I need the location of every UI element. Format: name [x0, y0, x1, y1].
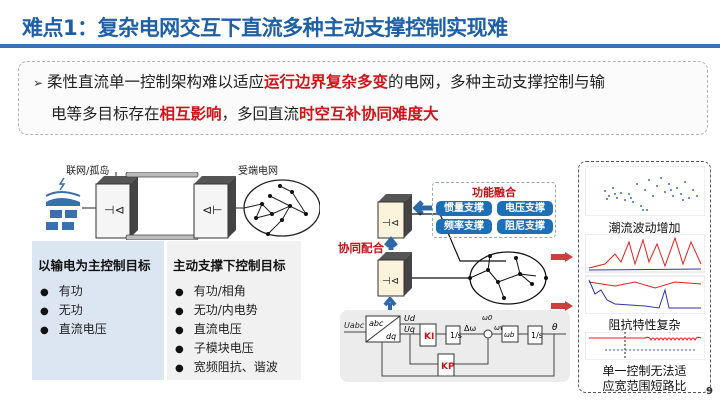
caption-power-flow: 潮流波动增加	[608, 221, 681, 235]
ac-grid-network-icon	[243, 179, 320, 237]
svg-text:⊣⊲: ⊣⊲	[382, 218, 399, 229]
control-block-diagram: Uabc abc dq Ud Uq KI 1/s Δω ω0 ωv ωb 1/s…	[340, 310, 570, 382]
converter-bottom-icon: ⊣⊲	[377, 252, 412, 297]
svg-text:Uq: Uq	[404, 325, 415, 334]
grid-label: 受端电网	[238, 166, 278, 177]
converter-1-icon: ⊣⊲	[95, 176, 138, 239]
caption-scr-line1: 单一控制无法适	[602, 364, 687, 378]
up-arrow-icon	[383, 297, 397, 311]
frequency-support-pill: 频率支撑	[436, 219, 492, 234]
right-arrow-icon	[551, 301, 573, 311]
highlight-text: 相互影响	[159, 105, 222, 123]
right-arrow-icon	[551, 252, 573, 262]
impedance-plots	[585, 234, 705, 314]
slide-title: 难点1：复杂电网交互下直流多种主动支撑控制实现难	[22, 16, 508, 40]
list-item: 有功	[40, 282, 164, 301]
text: 电等多目标存在	[51, 105, 160, 123]
inertia-support-pill: 惯量支撑	[436, 201, 492, 216]
power-flow-scatter-plot	[585, 166, 705, 216]
function-fusion-box: 功能融合 惯量支撑 电压支撑 频率支撑 阻尼支撑	[432, 182, 556, 238]
svg-text:θ: θ	[552, 323, 558, 333]
svg-text:1/s: 1/s	[450, 331, 462, 340]
svg-text:⊲⊢: ⊲⊢	[202, 203, 223, 217]
callout-line-1: ➢柔性直流单一控制架构难以适应运行边界复杂多变的电网，多种主动支撑控制与输	[33, 72, 605, 93]
caption-scr-line2: 应宽范围短路比	[602, 379, 687, 393]
svg-text:Ud: Ud	[404, 314, 416, 323]
callout-line-2: 电等多目标存在相互影响，多回直流时空互补协同难度大	[51, 104, 439, 124]
active-support-goals-panel: 主动支撑下控制目标 有功/相角 无功/内电势 直流电压 子模块电压 宽频阻抗、谐…	[167, 241, 301, 380]
damping-support-pill: 阻尼支撑	[497, 219, 553, 234]
svg-text:KP: KP	[441, 362, 455, 372]
transmission-goals-panel: 以输电为主控制目标 有功 无功 直流电压	[32, 241, 164, 380]
converter-2-icon: ⊲⊢	[193, 176, 236, 239]
highlight-text: 时空互补协同难度大	[299, 105, 439, 123]
function-fusion-title: 功能融合	[472, 186, 516, 199]
list-item: 无功	[40, 301, 164, 320]
svg-text:ωb: ωb	[504, 331, 515, 339]
short-circuit-ratio-plot	[585, 332, 705, 360]
svg-text:ω0: ω0	[482, 314, 493, 322]
list-item: 宽频阻抗、谐波	[175, 358, 301, 377]
highlight-text: 运行边界复杂多变	[264, 73, 389, 91]
page-number: 9	[706, 386, 713, 397]
hvdc-link-diagram: ⊣⊲ ⊲⊢	[45, 172, 320, 240]
renewable-source-icon	[45, 177, 81, 230]
converter-top-icon: ⊣⊲	[377, 194, 412, 239]
list-item: 直流电压	[175, 320, 301, 339]
caption-impedance: 阻抗特性复杂	[608, 318, 681, 332]
arrow-bullet-icon: ➢	[33, 76, 44, 90]
svg-text:Δω: Δω	[464, 324, 476, 333]
text: 的电网，多种主动支撑控制与输	[388, 73, 606, 91]
panel-title: 主动支撑下控制目标	[173, 258, 286, 273]
source-label: 联网/孤岛	[66, 166, 110, 177]
svg-text:Uabc: Uabc	[344, 321, 365, 330]
list-item: 子模块电压	[175, 339, 301, 358]
list-item: 直流电压	[40, 320, 164, 339]
ac-grid-network-icon	[468, 251, 548, 305]
svg-text:1/s: 1/s	[531, 331, 543, 340]
svg-text:KI: KI	[424, 332, 434, 342]
list-item: 有功/相角	[175, 282, 301, 301]
title-underline	[0, 44, 720, 48]
text: ，多回直流	[221, 105, 300, 123]
fusion-arrow-icon	[412, 200, 432, 216]
callout-box: ➢柔性直流单一控制架构难以适应运行边界复杂多变的电网，多种主动支撑控制与输 电等…	[18, 61, 708, 135]
svg-text:abc: abc	[369, 319, 384, 328]
svg-text:dq: dq	[386, 332, 396, 341]
voltage-support-pill: 电压支撑	[497, 201, 553, 216]
svg-text:ωv: ωv	[494, 324, 505, 332]
svg-text:⊣⊲: ⊣⊲	[382, 276, 399, 287]
coordination-arrow-icon	[384, 236, 398, 250]
panel-title: 以输电为主控制目标	[38, 258, 151, 273]
text: 柔性直流单一控制架构难以适应	[47, 73, 265, 91]
svg-text:⊣⊲: ⊣⊲	[104, 203, 125, 217]
impact-results-box: 潮流波动增加 阻抗特性复杂 单一控制无法适 应宽范围短路比	[578, 161, 711, 393]
coordination-label: 协同配合	[338, 241, 384, 255]
list-item: 无功/内电势	[175, 301, 301, 320]
multi-converter-diagram: ⊣⊲ ⊣⊲	[377, 194, 548, 305]
